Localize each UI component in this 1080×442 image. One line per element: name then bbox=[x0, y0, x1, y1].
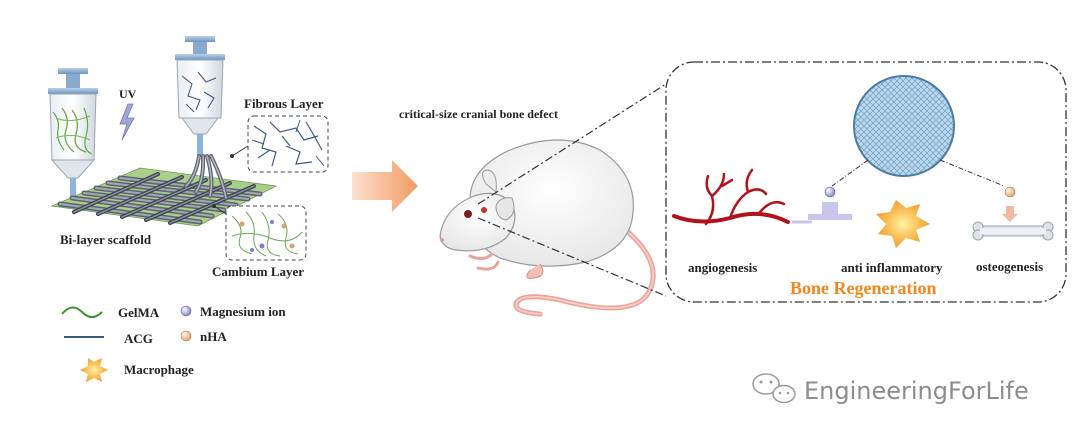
wechat-icon bbox=[752, 373, 796, 404]
bone-regeneration-title: Bone Regeneration bbox=[790, 278, 936, 298]
macrophage-legend-icon bbox=[80, 358, 108, 382]
zoom-line-top bbox=[477, 83, 667, 205]
zoom-line-bottom bbox=[477, 217, 667, 297]
legend-magnesium: Magnesium ion bbox=[200, 304, 286, 319]
fibrous-leader-line bbox=[231, 145, 249, 157]
uv-label: UV bbox=[119, 87, 137, 101]
nha-particle-icon bbox=[1004, 186, 1016, 198]
bilayer-scaffold-icon bbox=[50, 154, 278, 227]
legend: GelMA Magnesium ion ACG nHA Macrophage bbox=[61, 304, 286, 382]
fibrous-layer-inset bbox=[247, 115, 329, 173]
anti-inflammatory-label: anti inflammatory bbox=[841, 260, 943, 275]
magnesium-ion-icon bbox=[824, 186, 836, 198]
fibrous-layer-label: Fibrous Layer bbox=[244, 96, 324, 111]
fibrous-leader-dot bbox=[230, 154, 234, 158]
receptor-icon bbox=[808, 202, 852, 220]
down-arrow-icon bbox=[1002, 206, 1018, 222]
cambium-leader-line bbox=[213, 205, 227, 215]
nha-legend-icon bbox=[180, 330, 192, 342]
detail-panel bbox=[665, 61, 1067, 303]
cambium-layer-label: Cambium Layer bbox=[212, 264, 304, 279]
magnesium-legend-icon bbox=[180, 305, 192, 317]
watermark-text: EngineeringForLife bbox=[804, 377, 1029, 405]
gelma-legend-icon bbox=[61, 306, 103, 318]
cambium-leader-dot bbox=[212, 204, 216, 208]
blood-vessel-icon bbox=[672, 168, 790, 226]
legend-macrophage: Macrophage bbox=[124, 362, 194, 377]
defect-label: critical-size cranial bone defect bbox=[399, 107, 558, 121]
osteogenesis-label: osteogenesis bbox=[976, 259, 1043, 274]
syringe-acg-icon bbox=[175, 36, 225, 156]
macrophage-icon bbox=[876, 200, 930, 248]
bilayer-scaffold-label: Bi-layer scaffold bbox=[60, 232, 152, 247]
angiogenesis-label: angiogenesis bbox=[688, 260, 757, 275]
connector-right bbox=[939, 159, 1005, 187]
uv-light-icon bbox=[119, 103, 135, 141]
scaffold-disc-icon bbox=[853, 75, 955, 177]
legend-gelma: GelMA bbox=[118, 305, 160, 320]
rat-illustration-icon bbox=[439, 139, 656, 317]
legend-nha: nHA bbox=[200, 329, 227, 344]
bone-icon bbox=[972, 221, 1054, 241]
legend-acg: ACG bbox=[124, 331, 153, 346]
cambium-layer-inset bbox=[225, 205, 307, 261]
syringe-gelma-icon bbox=[48, 68, 98, 200]
process-arrow-icon bbox=[352, 160, 418, 212]
connector-left bbox=[831, 159, 869, 187]
